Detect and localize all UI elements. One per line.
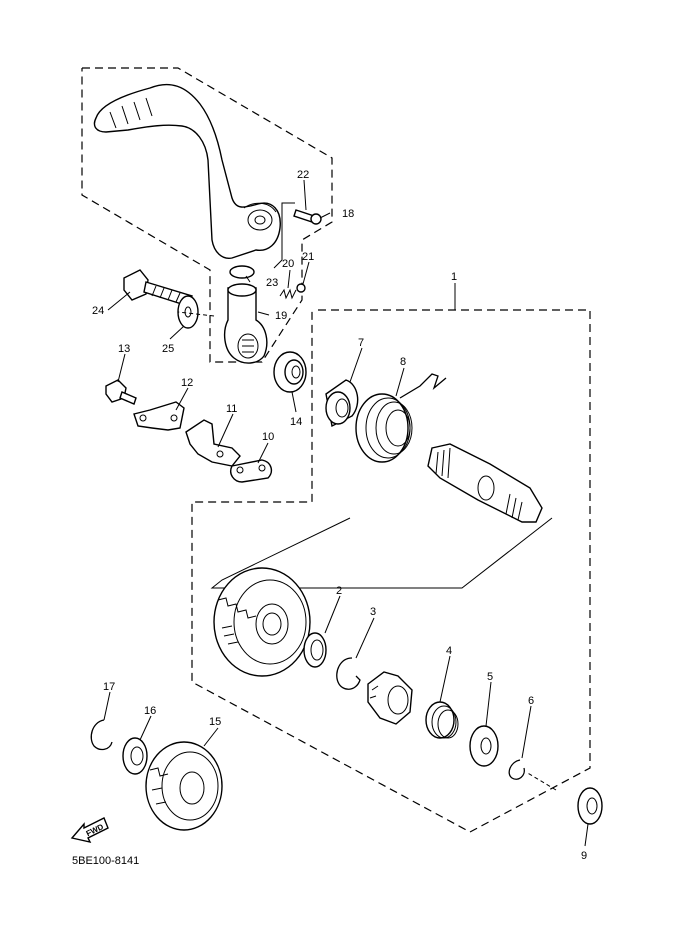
washer-9 (577, 787, 603, 825)
guide-10 (230, 459, 273, 483)
bolt-13 (105, 379, 137, 405)
fwd-arrow-icon: FWD (70, 817, 109, 844)
washer-5 (469, 725, 499, 767)
callout-5: 5 (487, 671, 493, 683)
callout-18: 18 (342, 208, 354, 220)
callout-22: 22 (297, 169, 309, 181)
callout-11: 11 (226, 403, 237, 415)
ball-21 (296, 283, 306, 293)
callout-14: 14 (290, 416, 302, 428)
callout-25: 25 (162, 343, 174, 355)
callout-6: 6 (528, 695, 534, 707)
oil-seal-14 (273, 351, 307, 393)
circlip-17 (90, 719, 113, 751)
callout-7: 7 (358, 337, 364, 349)
callout-3: 3 (370, 606, 376, 618)
kick-axle-shaft (427, 443, 543, 523)
idle-gear-15 (145, 741, 223, 831)
spring-20 (279, 288, 297, 300)
callout-15: 15 (209, 716, 221, 728)
circlip-23 (229, 265, 255, 279)
leader-lines (103, 179, 589, 847)
callout-4: 4 (446, 645, 452, 657)
lever-bolt-22 (293, 209, 322, 225)
circlip-6 (508, 759, 525, 780)
callout-23: 23 (266, 277, 278, 289)
callout-1: 1 (451, 271, 457, 283)
torsion-spring-8 (355, 373, 447, 463)
kick-axle-assembly-outline (191, 309, 591, 833)
callout-labels: 1 2 3 4 5 6 7 8 9 10 11 12 13 14 15 16 1… (92, 169, 587, 862)
callout-10: 10 (262, 431, 274, 443)
kick-boss-19 (223, 283, 268, 364)
kick-lever-group-outline (81, 67, 333, 363)
washer-2 (303, 632, 327, 668)
plate-11 (185, 419, 241, 467)
callout-13: 13 (118, 343, 130, 355)
callout-17: 17 (103, 681, 115, 693)
diagram-code: 5BE100-8141 (72, 855, 139, 867)
collar-7 (325, 379, 359, 428)
callout-24: 24 (92, 305, 104, 317)
callout-9: 9 (581, 850, 587, 862)
callout-20: 20 (282, 258, 294, 270)
callout-21: 21 (302, 251, 314, 263)
callout-2: 2 (336, 585, 342, 597)
callout-16: 16 (144, 705, 156, 717)
kick-crank-lever (93, 83, 281, 259)
plate-12 (133, 401, 185, 431)
callout-19: 19 (275, 310, 287, 322)
spring-4 (425, 701, 459, 739)
axle-leader-frame (210, 517, 553, 589)
ratchet-wheel (367, 671, 413, 725)
washer-25 (177, 295, 199, 329)
callout-12: 12 (181, 377, 193, 389)
washer-16 (122, 737, 148, 775)
callout-8: 8 (400, 356, 406, 368)
kick-gear (213, 567, 311, 677)
fwd-label: FWD (85, 822, 106, 838)
lever-group-bracket (273, 202, 295, 269)
circlip-3 (336, 657, 361, 690)
